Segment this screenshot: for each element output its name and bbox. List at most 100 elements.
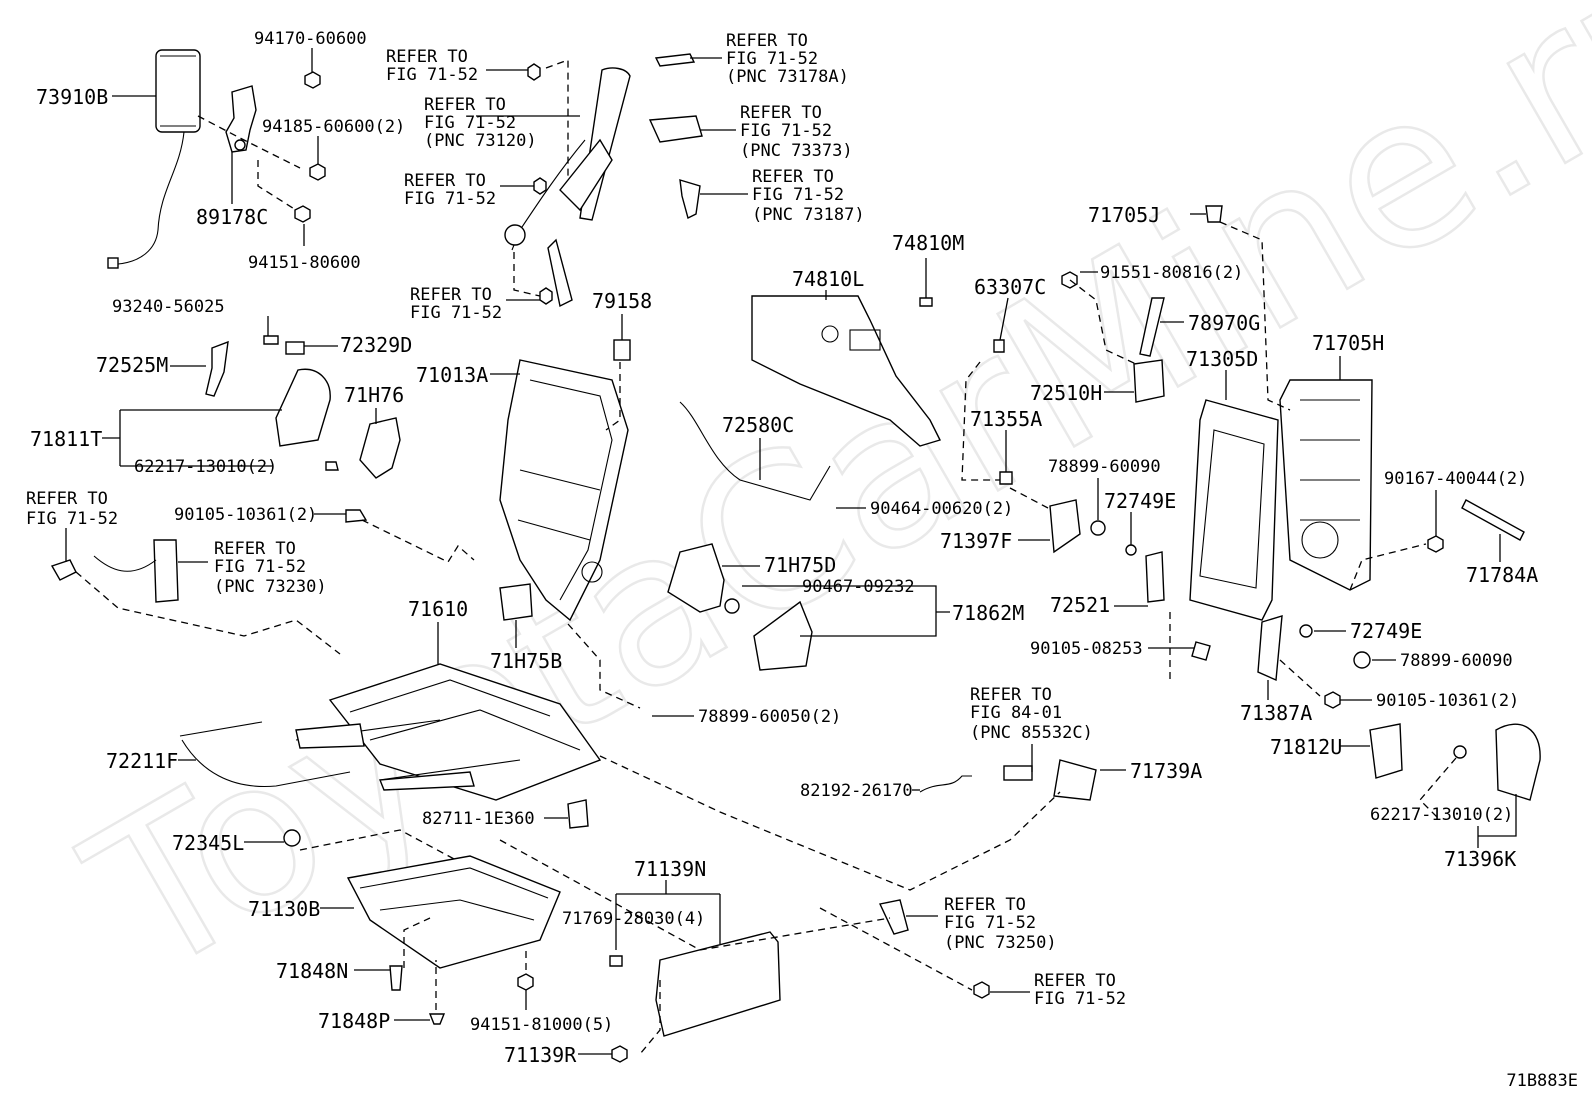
figure-id: 71B883E (1506, 1071, 1578, 1091)
bracket-72521-shape (1145, 551, 1165, 603)
part-label-93240-56025[interactable]: 93240-56025 (112, 297, 225, 317)
seat-belt-buckle-shape (93, 539, 179, 603)
ref-note-7[interactable]: REFER TO FIG 71-52 (PNC 73187) (752, 167, 865, 225)
part-label-63307C[interactable]: 63307C (974, 275, 1046, 299)
clip-71355a-shape (999, 471, 1013, 485)
part-label-79158[interactable]: 79158 (592, 289, 652, 313)
part-label-74810M[interactable]: 74810M (892, 231, 964, 255)
seat-cushion-frame-shape (295, 663, 602, 801)
part-label-71862M[interactable]: 71862M (952, 601, 1024, 625)
part-label-62217-13010-a[interactable]: 62217-13010(2) (134, 457, 277, 477)
reference-notes: REFER TO FIG 71-52 REFER TO FIG 71-52 (P… (26, 31, 1126, 1009)
part-label-72580C[interactable]: 72580C (722, 413, 794, 437)
part-label-82711-1E360[interactable]: 82711-1E360 (422, 809, 535, 829)
part-label-71H75D[interactable]: 71H75D (764, 553, 836, 577)
part-label-73910B[interactable]: 73910B (36, 85, 108, 109)
svg-text:REFER TO: REFER TO (26, 489, 108, 509)
part-label-90105-10361-b[interactable]: 90105-10361(2) (1376, 691, 1519, 711)
ref-note-1[interactable]: REFER TO FIG 71-52 (386, 47, 478, 85)
recliner-cover-71h75d-shape (667, 543, 725, 613)
pin-71848p-shape (428, 1013, 446, 1025)
part-label-71H76[interactable]: 71H76 (344, 383, 404, 407)
part-label-71H75B[interactable]: 71H75B (490, 649, 562, 673)
part-label-71812U[interactable]: 71812U (1270, 735, 1342, 759)
seat-back-board-shape (751, 295, 941, 447)
part-label-89178C[interactable]: 89178C (196, 205, 268, 229)
harness-82192-shape (919, 775, 972, 793)
part-label-71705J[interactable]: 71705J (1088, 203, 1160, 227)
part-label-72749E-b[interactable]: 72749E (1350, 619, 1422, 643)
bolt-71848n-shape (389, 965, 403, 991)
svg-text:(PNC 73187): (PNC 73187) (752, 205, 865, 225)
ref-note-11[interactable]: REFER TO FIG 71-52 (PNC 73250) (944, 895, 1057, 953)
part-label-94170-60600[interactable]: 94170-60600 (254, 29, 367, 49)
part-label-94151-80600[interactable]: 94151-80600 (248, 253, 361, 273)
part-label-71784A[interactable]: 71784A (1466, 563, 1538, 587)
ref-note-4[interactable]: REFER TO FIG 71-52 (410, 285, 502, 323)
part-label-72510H[interactable]: 72510H (1030, 381, 1102, 405)
part-label-71739A[interactable]: 71739A (1130, 759, 1202, 783)
part-label-71811T[interactable]: 71811T (30, 427, 102, 451)
part-label-71705H[interactable]: 71705H (1312, 331, 1384, 355)
part-label-71305D[interactable]: 71305D (1186, 347, 1258, 371)
part-label-90464-00620[interactable]: 90464-00620(2) (870, 499, 1013, 519)
part-label-78899-60050[interactable]: 78899-60050(2) (698, 707, 841, 727)
part-label-71769-28030[interactable]: 71769-28030(4) (562, 909, 705, 929)
part-label-71396K[interactable]: 71396K (1444, 847, 1516, 871)
part-label-94151-81000[interactable]: 94151-81000(5) (470, 1015, 613, 1035)
part-label-71848P[interactable]: 71848P (318, 1009, 390, 1033)
bolt-lower-ref-shape (973, 981, 990, 999)
part-label-78899-60090-a[interactable]: 78899-60090 (1048, 457, 1161, 477)
bolt-71139r-shape (611, 1045, 628, 1063)
part-label-72211F[interactable]: 72211F (106, 749, 178, 773)
strip-71784a-shape (1461, 499, 1525, 541)
ref-note-10[interactable]: REFER TO FIG 84-01 (PNC 85532C) (970, 685, 1093, 743)
ref-note-9[interactable]: REFER TO FIG 71-52 (PNC 73230) (214, 539, 327, 597)
svg-text:(PNC 73178A): (PNC 73178A) (726, 67, 849, 87)
bolt-90105-08253-shape (1191, 641, 1211, 661)
svg-text:REFER TO: REFER TO (410, 285, 492, 305)
part-label-71848N[interactable]: 71848N (276, 959, 348, 983)
part-label-91551-80816[interactable]: 91551-80816(2) (1100, 263, 1243, 283)
part-label-78970G[interactable]: 78970G (1188, 311, 1260, 335)
part-label-62217-13010-b[interactable]: 62217-13010(2) (1370, 805, 1513, 825)
ref-note-2[interactable]: REFER TO FIG 71-52 (PNC 73120) (424, 95, 537, 151)
leader-lines (102, 48, 1517, 1055)
ref-note-3[interactable]: REFER TO FIG 71-52 (404, 171, 496, 209)
part-label-74810L[interactable]: 74810L (792, 267, 864, 291)
ref-note-12[interactable]: REFER TO FIG 71-52 (1034, 971, 1126, 1009)
svg-text:FIG 71-52: FIG 71-52 (386, 65, 478, 85)
svg-text:FIG 71-52: FIG 71-52 (752, 185, 844, 205)
part-label-72521[interactable]: 72521 (1050, 593, 1110, 617)
svg-text:REFER TO: REFER TO (214, 539, 296, 559)
part-label-90105-10361-a[interactable]: 90105-10361(2) (174, 505, 317, 525)
svg-text:FIG 71-52: FIG 71-52 (424, 113, 516, 133)
part-label-71387A[interactable]: 71387A (1240, 701, 1312, 725)
ref-note-8[interactable]: REFER TO FIG 71-52 (26, 489, 118, 529)
part-label-71139R[interactable]: 71139R (504, 1043, 577, 1067)
part-label-82192-26170[interactable]: 82192-26170 (800, 781, 913, 801)
strip-78970g-shape (1139, 297, 1165, 357)
part-labels: 73910B 94170-60600 94185-60600(2) 89178C… (30, 29, 1538, 1067)
svg-text:FIG 71-52: FIG 71-52 (26, 509, 118, 529)
ref-note-6[interactable]: REFER TO FIG 71-52 (PNC 73373) (740, 103, 853, 161)
part-label-71139N[interactable]: 71139N (634, 857, 706, 881)
part-label-72749E-a[interactable]: 72749E (1104, 489, 1176, 513)
part-label-90467-09232[interactable]: 90467-09232 (802, 577, 915, 597)
ref-note-5[interactable]: REFER TO FIG 71-52 (PNC 73178A) (726, 31, 849, 87)
part-label-72329D[interactable]: 72329D (340, 333, 412, 357)
lock-72510h-shape (1133, 359, 1165, 403)
part-label-71610[interactable]: 71610 (408, 597, 468, 621)
part-label-90167-40044[interactable]: 90167-40044(2) (1384, 469, 1527, 489)
lower-seat-frame-shape (346, 855, 561, 969)
part-label-71397F[interactable]: 71397F (940, 529, 1012, 553)
part-label-72345L[interactable]: 72345L (172, 831, 244, 855)
part-label-90105-08253[interactable]: 90105-08253 (1030, 639, 1143, 659)
part-label-78899-60090-b[interactable]: 78899-60090 (1400, 651, 1513, 671)
part-label-71013A[interactable]: 71013A (416, 363, 488, 387)
part-label-72525M[interactable]: 72525M (96, 353, 168, 377)
part-label-71130B[interactable]: 71130B (248, 897, 320, 921)
part-label-71355A[interactable]: 71355A (970, 407, 1042, 431)
bolt-90167-shape (1427, 535, 1444, 553)
part-label-94185-60600[interactable]: 94185-60600(2) (262, 117, 405, 137)
